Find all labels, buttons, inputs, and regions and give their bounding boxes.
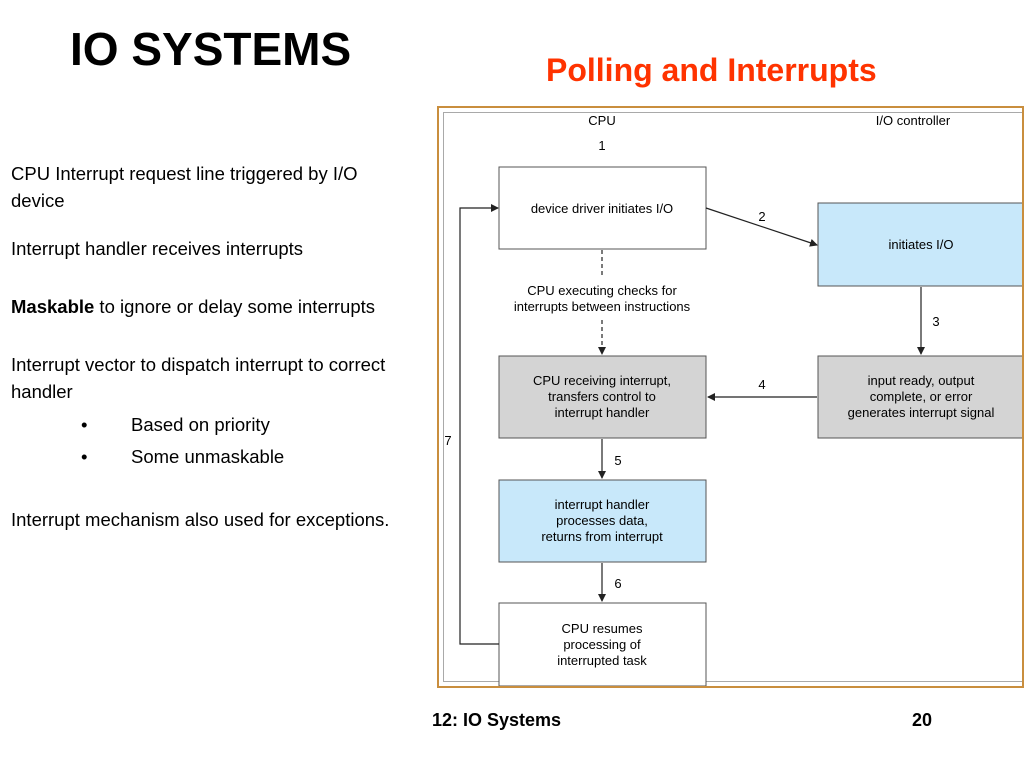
box-label-line: interrupt handler	[555, 405, 650, 420]
slide-subtitle: Polling and Interrupts	[546, 52, 877, 88]
paragraph-handler: Interrupt handler receives interrupts	[11, 238, 304, 259]
box-label-line: initiates I/O	[888, 237, 953, 252]
box-interrupt-handler	[498, 479, 707, 563]
arrow-step-7-loop	[459, 204, 499, 645]
box-cpu-resumes	[498, 602, 707, 686]
box-label-line: interrupt handler	[555, 497, 650, 512]
paragraph-maskable: Maskable to ignore or delay some interru…	[11, 293, 406, 320]
bullet-item: • Some unmaskable	[11, 441, 406, 473]
paragraph-interrupt-line: CPU Interrupt request line triggered by …	[11, 163, 358, 211]
step-5-label: 5	[614, 453, 621, 468]
step-3-label: 3	[932, 314, 939, 329]
box-label-line: CPU receiving interrupt,	[533, 373, 671, 388]
maskable-term: Maskable	[11, 296, 95, 317]
paragraph-exceptions: Interrupt mechanism also used for except…	[11, 509, 390, 530]
box-label-line: complete, or error	[870, 389, 973, 404]
interrupt-cycle-diagram: CPU I/O controller 1 device driver initi…	[444, 113, 1022, 686]
box-label-line: returns from interrupt	[541, 529, 663, 544]
bullet-list: • Based on priority • Some unmaskable	[11, 409, 406, 473]
box-label-line: processing of	[563, 637, 641, 652]
box-label-line: CPU executing checks for	[527, 283, 677, 298]
step-4-label: 4	[758, 377, 765, 392]
bullet-dot-icon: •	[81, 414, 88, 435]
footer-page-number: 20	[912, 710, 933, 730]
step-6-label: 6	[614, 576, 621, 591]
box-label-line: CPU resumes	[562, 621, 643, 636]
step-7-label: 7	[444, 433, 451, 448]
box-label-line: processes data,	[556, 513, 648, 528]
box-label-line: device driver initiates I/O	[531, 201, 673, 216]
box-label-line: interrupts between instructions	[514, 299, 691, 314]
bullet-item: • Based on priority	[11, 409, 406, 441]
box-device-driver	[498, 166, 707, 250]
maskable-description: to ignore or delay some interrupts	[94, 296, 376, 317]
bullet-dot-icon: •	[81, 446, 88, 467]
body-text: CPU Interrupt request line triggered by …	[11, 160, 406, 533]
slide-title: IO SYSTEMS	[70, 23, 352, 75]
arrow-step-2	[705, 207, 818, 247]
diagram-frame: CPU I/O controller 1 device driver initi…	[437, 106, 1024, 688]
footer-chapter: 12: IO Systems	[432, 710, 562, 730]
diagram-inner-border	[443, 112, 1022, 682]
box-cpu-receiving-interrupt	[498, 355, 707, 439]
bullet-text: Some unmaskable	[131, 446, 285, 467]
step-1-label: 1	[598, 138, 605, 153]
box-initiates-io	[817, 202, 1022, 287]
box-cpu-receiving-label: CPU receiving interrupt,transfers contro…	[533, 373, 671, 420]
box-initiates-io-label: initiates I/O	[888, 237, 953, 252]
io-controller-column-header: I/O controller	[876, 113, 951, 128]
box-device-driver-label: device driver initiates I/O	[531, 201, 673, 216]
bullet-text: Based on priority	[131, 414, 270, 435]
cpu-column-header: CPU	[588, 113, 615, 128]
box-label-line: input ready, output	[868, 373, 975, 388]
box-label-line: generates interrupt signal	[848, 405, 995, 420]
paragraph-interrupt-vector: Interrupt vector to dispatch interrupt t…	[11, 354, 386, 402]
box-input-ready	[817, 355, 1022, 439]
step-2-label: 2	[758, 209, 765, 224]
box-label-line: interrupted task	[557, 653, 647, 668]
box-label-line: transfers control to	[548, 389, 656, 404]
